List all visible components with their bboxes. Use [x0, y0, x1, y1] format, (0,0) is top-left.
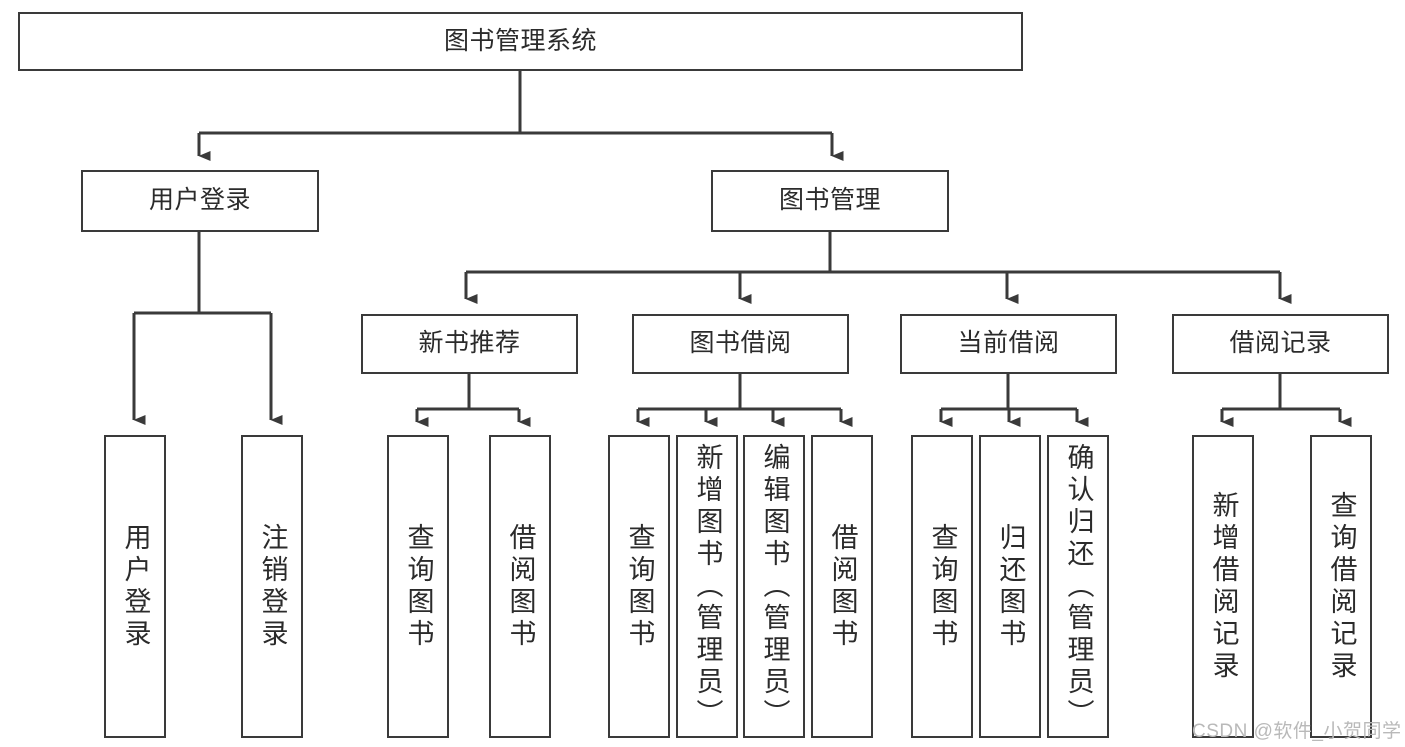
node-label: 图书借阅: [689, 329, 792, 358]
node-label: 编辑图书（管理员）: [759, 442, 790, 731]
leaf-edit-book-admin[interactable]: 编辑图书（管理员）: [743, 435, 805, 738]
node-label: 借阅图书: [505, 522, 536, 651]
leaf-borrow-book[interactable]: 借阅图书: [811, 435, 873, 738]
node-label: 当前借阅: [957, 329, 1060, 358]
node-label: 借阅记录: [1229, 329, 1332, 358]
leaf-query-book-recommend[interactable]: 查询图书: [387, 435, 449, 738]
leaf-add-borrow-record[interactable]: 新增借阅记录: [1192, 435, 1254, 738]
node-label: 用户登录: [120, 522, 151, 651]
node-label: 新书推荐: [418, 329, 521, 358]
node-user-login[interactable]: 用户登录: [81, 170, 319, 232]
node-label: 查询借阅记录: [1326, 490, 1357, 683]
node-book-management[interactable]: 图书管理: [711, 170, 949, 232]
node-label: 注销登录: [257, 522, 288, 651]
node-label: 图书管理系统: [443, 26, 597, 55]
node-borrow-record[interactable]: 借阅记录: [1172, 314, 1389, 374]
leaf-borrow-book-recommend[interactable]: 借阅图书: [489, 435, 551, 738]
leaf-confirm-return-admin[interactable]: 确认归还（管理员）: [1047, 435, 1109, 738]
node-root-book-management-system[interactable]: 图书管理系统: [18, 12, 1023, 71]
leaf-query-book-borrow[interactable]: 查询图书: [608, 435, 670, 738]
leaf-user-login[interactable]: 用户登录: [104, 435, 166, 738]
node-new-book-recommend[interactable]: 新书推荐: [361, 314, 578, 374]
node-label: 新增借阅记录: [1208, 490, 1239, 683]
node-current-borrow[interactable]: 当前借阅: [900, 314, 1117, 374]
node-label: 用户登录: [148, 186, 251, 215]
node-label: 新增图书（管理员）: [692, 442, 723, 731]
leaf-add-book-admin[interactable]: 新增图书（管理员）: [676, 435, 738, 738]
node-label: 查询图书: [927, 522, 958, 651]
node-label: 确认归还（管理员）: [1063, 442, 1094, 731]
node-label: 图书管理: [778, 186, 881, 215]
leaf-query-borrow-record[interactable]: 查询借阅记录: [1310, 435, 1372, 738]
leaf-return-book[interactable]: 归还图书: [979, 435, 1041, 738]
watermark-text: CSDN @软件_小贺同学: [1192, 721, 1402, 742]
leaf-query-book-current[interactable]: 查询图书: [911, 435, 973, 738]
node-label: 查询图书: [624, 522, 655, 651]
node-label: 借阅图书: [827, 522, 858, 651]
node-label: 查询图书: [403, 522, 434, 651]
leaf-logout-login[interactable]: 注销登录: [241, 435, 303, 738]
node-book-borrow[interactable]: 图书借阅: [632, 314, 849, 374]
node-label: 归还图书: [995, 522, 1026, 651]
